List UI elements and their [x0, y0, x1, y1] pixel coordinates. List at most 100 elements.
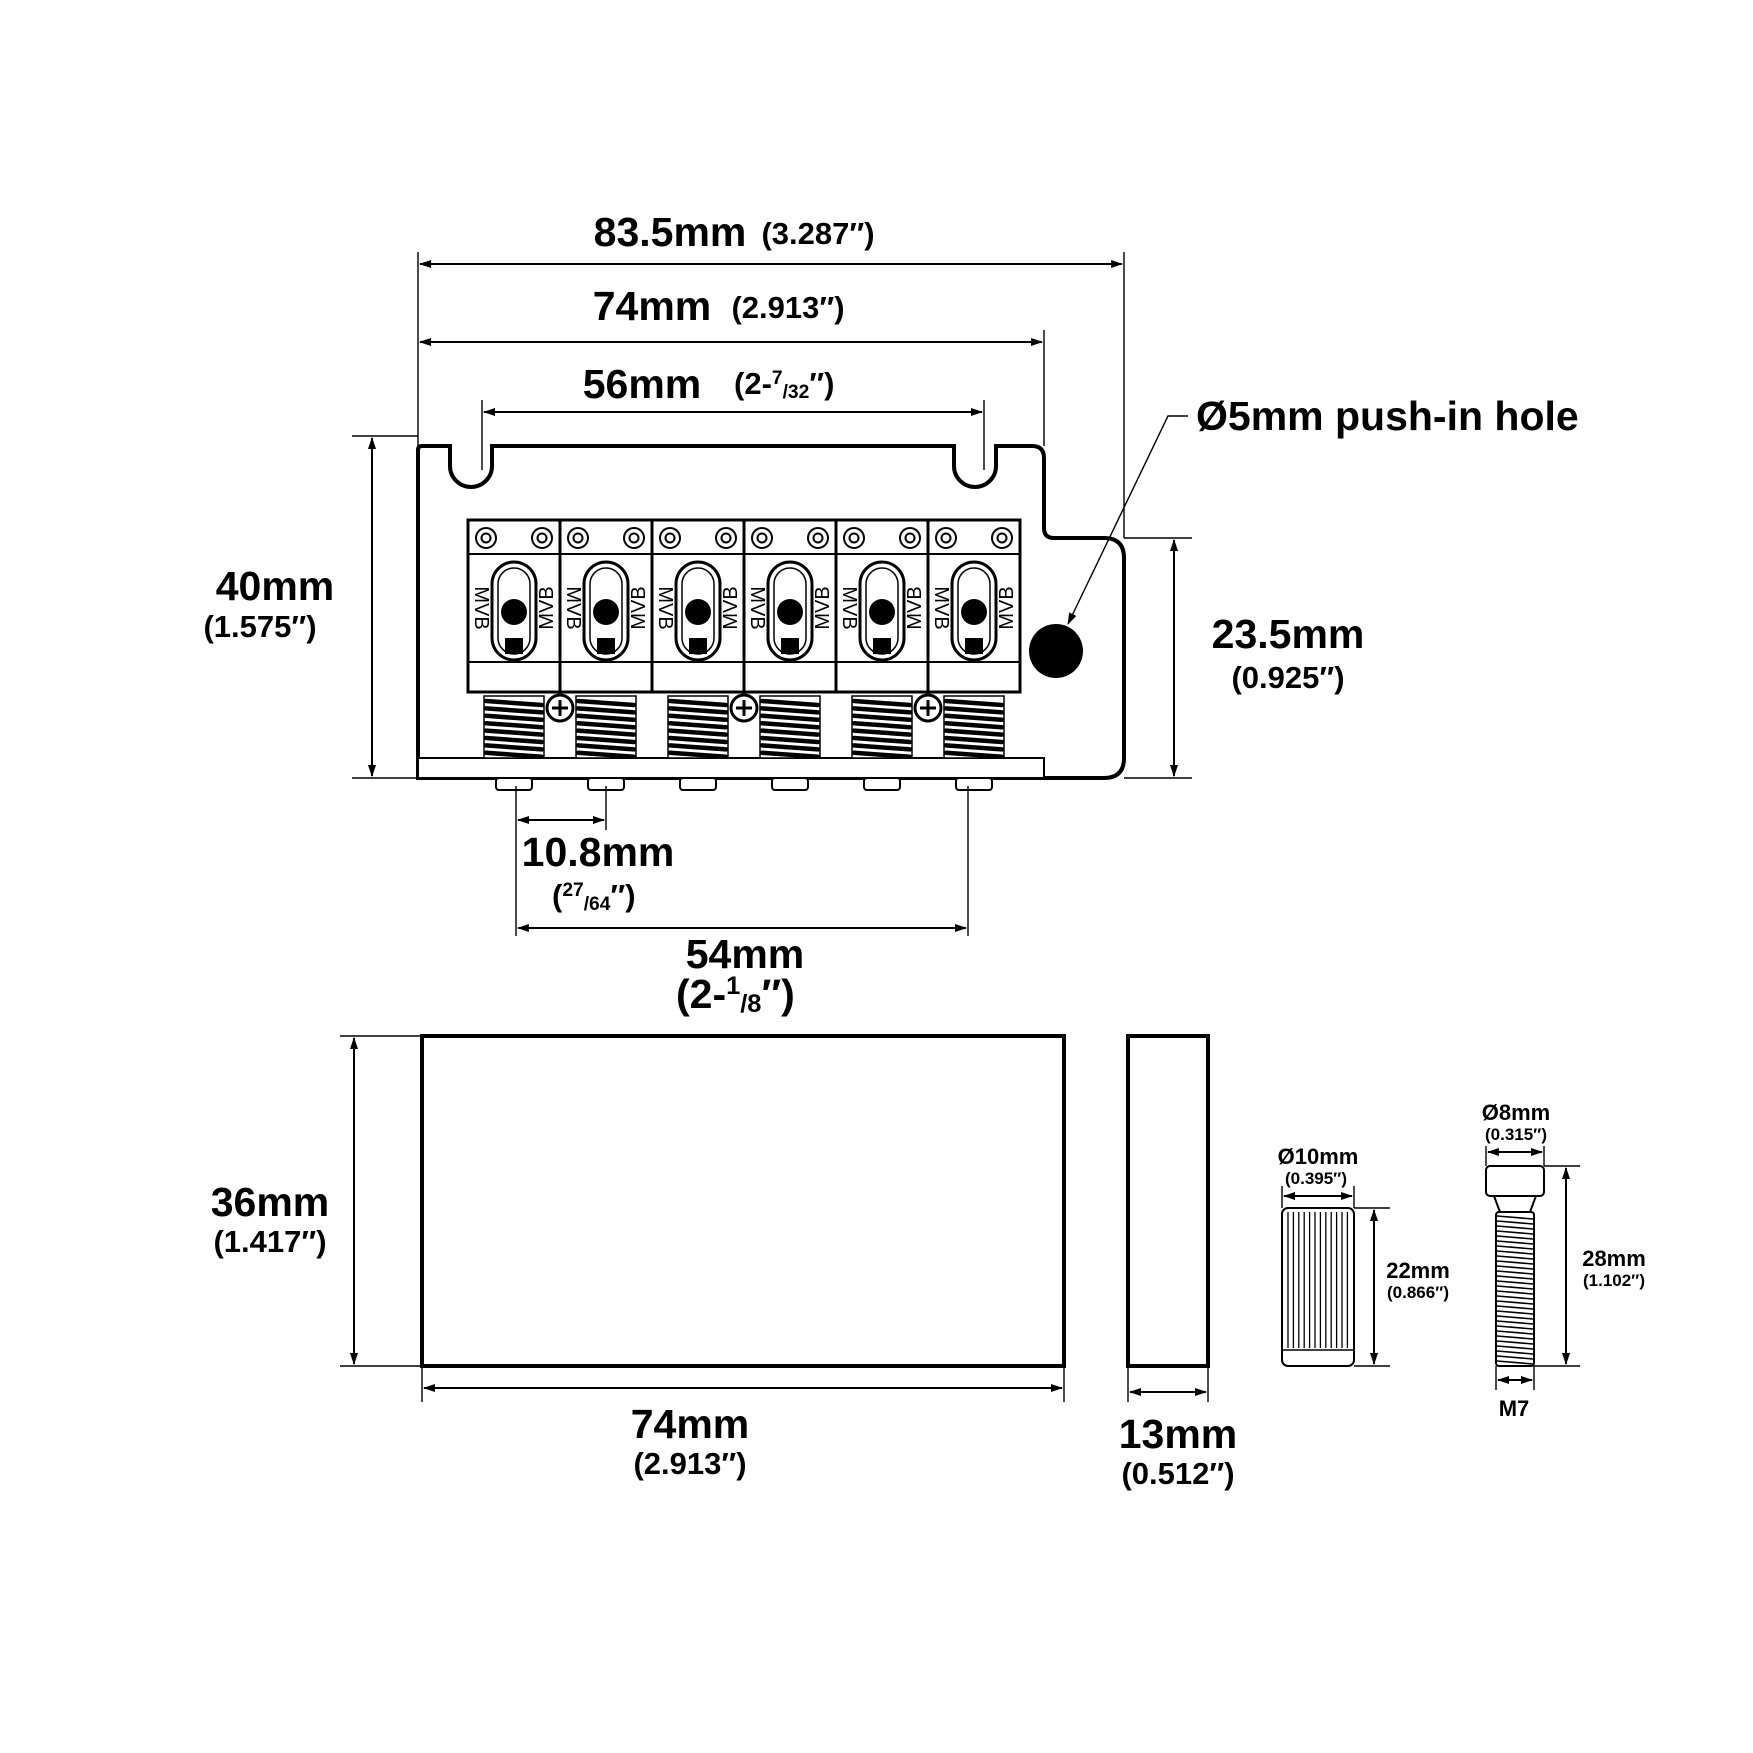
height-screw-center — [572, 532, 584, 544]
string-spacing-inch-denominator: /64 — [584, 894, 611, 915]
saddle-mark-label: MVB — [838, 586, 860, 629]
mount-spacing-mm: 56mm — [583, 361, 702, 407]
spring-coil — [759, 750, 821, 760]
outer-string-spacing-inch: (2-1/8″) — [676, 971, 795, 1018]
arm-insert-head — [1485, 1165, 1545, 1197]
string-spacing-inch-suffix: ″) — [610, 878, 635, 913]
saddle-mark-label: MVB — [746, 586, 768, 629]
string-hole — [961, 599, 987, 625]
thread-line — [1496, 1330, 1534, 1335]
string-anchor — [689, 638, 707, 654]
string-ferrule: Ø10mm (0.395″) 22mm (0.866″) — [1278, 1144, 1450, 1367]
spring-coil — [575, 728, 637, 737]
string-anchor — [965, 638, 983, 654]
sustain-block-side — [1126, 1034, 1210, 1368]
string-anchor — [505, 638, 523, 654]
thread-line — [1496, 1265, 1534, 1270]
height-screw-center — [812, 532, 824, 544]
spring-coil — [667, 750, 729, 760]
spring-coil — [759, 706, 821, 715]
ferrule-diameter-inch: (0.395″) — [1285, 1169, 1347, 1188]
string-hole — [685, 599, 711, 625]
push-in-hole-label: Ø5mm push-in hole — [1196, 393, 1579, 439]
spring-coil — [851, 706, 913, 715]
thread-line — [1496, 1315, 1534, 1320]
spring-coil — [667, 713, 729, 723]
thread-line — [1496, 1275, 1534, 1280]
thread-line — [1496, 1260, 1534, 1265]
height-screw-center — [536, 532, 548, 544]
height-screw-center — [904, 532, 916, 544]
outer-string-spacing-inch-suffix: ″) — [761, 971, 794, 1017]
thread-line — [1496, 1250, 1534, 1255]
thread-line — [1496, 1300, 1534, 1305]
outer-string-spacing-mm: 54mm — [686, 931, 805, 977]
base-width-mm: 74mm — [593, 283, 712, 329]
mount-spacing-inch: (2-7/32″) — [734, 366, 834, 403]
string-hole — [501, 599, 527, 625]
height-screw-center — [940, 532, 952, 544]
spring-coil — [667, 720, 729, 730]
arm-insert-neck — [1492, 1195, 1538, 1213]
arm-thread-label: M7 — [1499, 1396, 1530, 1421]
spring-coil — [759, 743, 821, 752]
intonation-stud-group — [495, 777, 993, 791]
push-in-hole-leader — [1067, 415, 1188, 625]
height-inch: (1.575″) — [203, 609, 316, 644]
spring-coil — [667, 706, 729, 715]
spring-coil — [575, 750, 637, 760]
ferrule-knurling — [1282, 1212, 1354, 1351]
plate-screw — [913, 693, 943, 723]
height-screw-center — [848, 532, 860, 544]
spring-coil — [851, 750, 913, 760]
thread-line — [1496, 1280, 1534, 1285]
spring-coil — [759, 698, 821, 708]
arm-threaded-insert: Ø8mm (0.315″) 28mm (1.102″) M7 — [1482, 1100, 1646, 1421]
spring-coil — [851, 713, 913, 723]
spring-coil — [943, 728, 1005, 737]
block-height-mm: 36mm — [211, 1179, 330, 1225]
string-spacing-inch: (27/64″) — [552, 878, 636, 915]
spring-coil — [483, 706, 545, 715]
spring-coil — [667, 728, 729, 737]
thread-line — [1496, 1290, 1534, 1295]
height-screw-center — [756, 532, 768, 544]
saddle-mark-label: MVB — [720, 586, 742, 629]
string-spacing-inch-numerator: 27 — [562, 880, 583, 901]
bottom-plate-strip — [417, 757, 1045, 779]
plate-screw — [729, 693, 759, 723]
spring-coil — [851, 735, 913, 745]
thread-line — [1496, 1360, 1534, 1365]
height-screw-center — [480, 532, 492, 544]
thread-line — [1496, 1355, 1534, 1360]
spring-coil — [851, 728, 913, 737]
saddle-mark-label: MVB — [536, 586, 558, 629]
ferrule-length-mm: 22mm — [1386, 1258, 1450, 1283]
outer-string-spacing-inch-numerator: 1 — [726, 972, 740, 1000]
overall-width-mm: 83.5mm — [594, 209, 747, 255]
intonation-stud — [495, 777, 533, 791]
thread-line — [1496, 1225, 1534, 1230]
saddle-mark-label: MVB — [996, 586, 1018, 629]
spring-coil — [483, 713, 545, 723]
mount-spacing-inch-suffix: ″) — [809, 366, 834, 401]
spring-coil — [575, 698, 637, 708]
sustain-block-views: 36mm (1.417″) 74mm (2.913″) 13mm (0.512″… — [211, 1034, 1237, 1491]
height-screw-center — [996, 532, 1008, 544]
thread-line — [1496, 1245, 1534, 1250]
spring-coil — [667, 735, 729, 745]
spring-coil — [575, 743, 637, 752]
thread-line — [1496, 1230, 1534, 1235]
spring-coil — [667, 743, 729, 752]
intonation-stud — [679, 777, 717, 791]
string-anchor — [873, 638, 891, 654]
block-height-inch: (1.417″) — [213, 1224, 326, 1259]
spring-coil — [483, 728, 545, 737]
side-height-inch: (0.925″) — [1231, 660, 1344, 695]
saddle-mark-label: MVB — [812, 586, 834, 629]
